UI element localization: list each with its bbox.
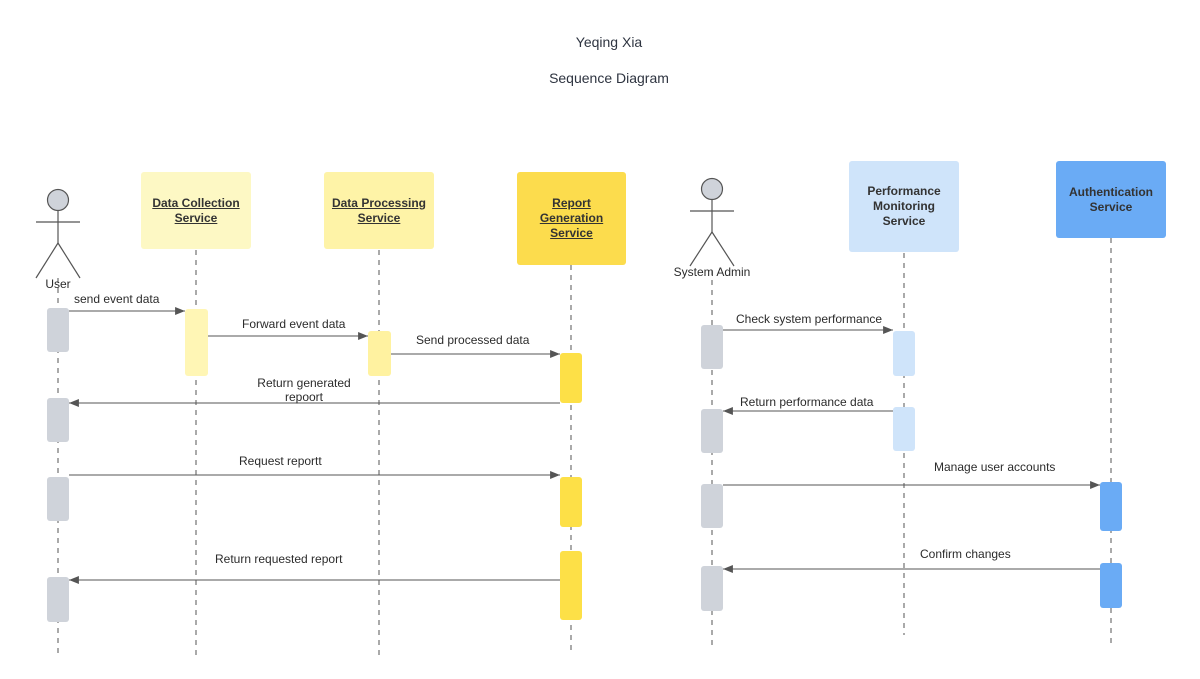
participant-performance-monitoring-service[interactable]: Performance Monitoring Service xyxy=(849,161,959,252)
activation-bar xyxy=(893,331,915,376)
message-label: Send processed data xyxy=(416,333,530,347)
message-label: Return generated repoort xyxy=(257,376,351,404)
activation-bar xyxy=(560,551,582,620)
activation-bar xyxy=(893,407,915,451)
message-label: Return performance data xyxy=(740,395,874,409)
message-label: Forward event data xyxy=(242,317,346,331)
user-actor-icon xyxy=(35,188,81,279)
activation-bar xyxy=(701,409,723,453)
activation-bar xyxy=(560,477,582,527)
message-label: Check system performance xyxy=(736,312,883,326)
activation-bar xyxy=(1100,482,1122,531)
participant-authentication-service[interactable]: Authentication Service xyxy=(1056,161,1166,238)
actor-system-admin-label: System Admin xyxy=(673,265,751,279)
activations xyxy=(47,308,1122,622)
message-arrows xyxy=(69,307,1100,584)
activation-bar xyxy=(368,331,391,376)
activation-bar xyxy=(47,308,69,352)
activation-bar xyxy=(47,477,69,521)
activation-bar xyxy=(185,309,208,376)
participant-data-processing-service[interactable]: Data Processing Service xyxy=(324,172,434,249)
activation-bar xyxy=(47,577,69,622)
actor-user-label: User xyxy=(45,277,71,291)
diagram-author: Yeqing Xia xyxy=(575,34,643,50)
message-label: Manage user accounts xyxy=(934,460,1056,474)
participant-data-collection-service[interactable]: Data Collection Service xyxy=(141,172,251,249)
activation-bar xyxy=(47,398,69,442)
activation-bar xyxy=(701,566,723,611)
activation-bar xyxy=(701,484,723,528)
admin-actor-icon xyxy=(689,177,735,267)
diagram-title: Sequence Diagram xyxy=(549,70,669,86)
message-label: send event data xyxy=(74,292,160,306)
participant-report-generation-service[interactable]: Report Generation Service xyxy=(517,172,626,265)
message-label: Request reportt xyxy=(239,454,322,468)
message-label: Return requested report xyxy=(215,552,343,566)
activation-bar xyxy=(1100,563,1122,608)
activation-bar xyxy=(560,353,582,403)
message-label: Confirm changes xyxy=(920,547,1011,561)
activation-bar xyxy=(701,325,723,369)
